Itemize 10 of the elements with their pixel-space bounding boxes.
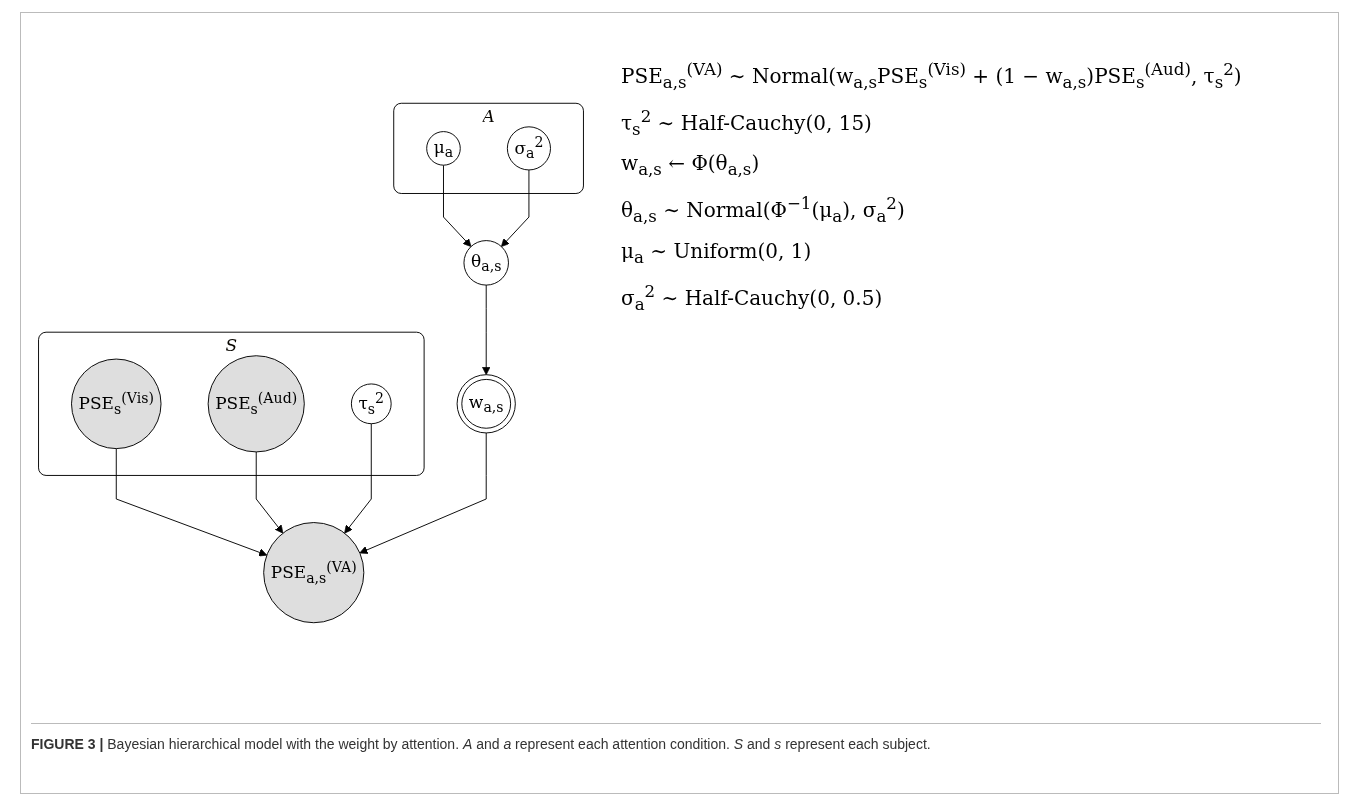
model-equation: τ$_{s}$$^{2}$ ∼ Half-Cauchy(0, 15) [621, 105, 873, 141]
node-circle: μ$_{a}$ [426, 131, 461, 166]
node-circle: w$_{a,s}$ [456, 374, 516, 434]
model-equation: σ$_{a}$$^{2}$ ∼ Half-Cauchy(0, 0.5) [621, 280, 884, 316]
model-equation: μ$_{a}$ ∼ Uniform(0, 1) [621, 237, 813, 269]
model-equation: PSE$_{a,s}$$^{(VA)}$ ∼ Normal(w$_{a,s}$PSE$_{s}$$^{(Vis)}$ + (1 − w$_{a,s}$)PSE$_{s}$$^{(Aud)}$, τ$_{s}$$^{2}$) [621, 59, 1242, 94]
figure-caption: FIGURE 3 | Bayesian hierarchical model with the weight by attention. A and a represent each attention condition. S and s represent each subject. [31, 723, 1321, 752]
model-equation: w$_{a,s}$ ← Φ(θ$_{a,s}$) [621, 150, 761, 182]
node-circle: θ$_{a,s}$ [463, 240, 509, 286]
model-equation: θ$_{a,s}$ ∼ Normal(Φ$^{−1}$(μ$_{a}$), σ$_{a}$$^{2}$) [621, 193, 906, 228]
